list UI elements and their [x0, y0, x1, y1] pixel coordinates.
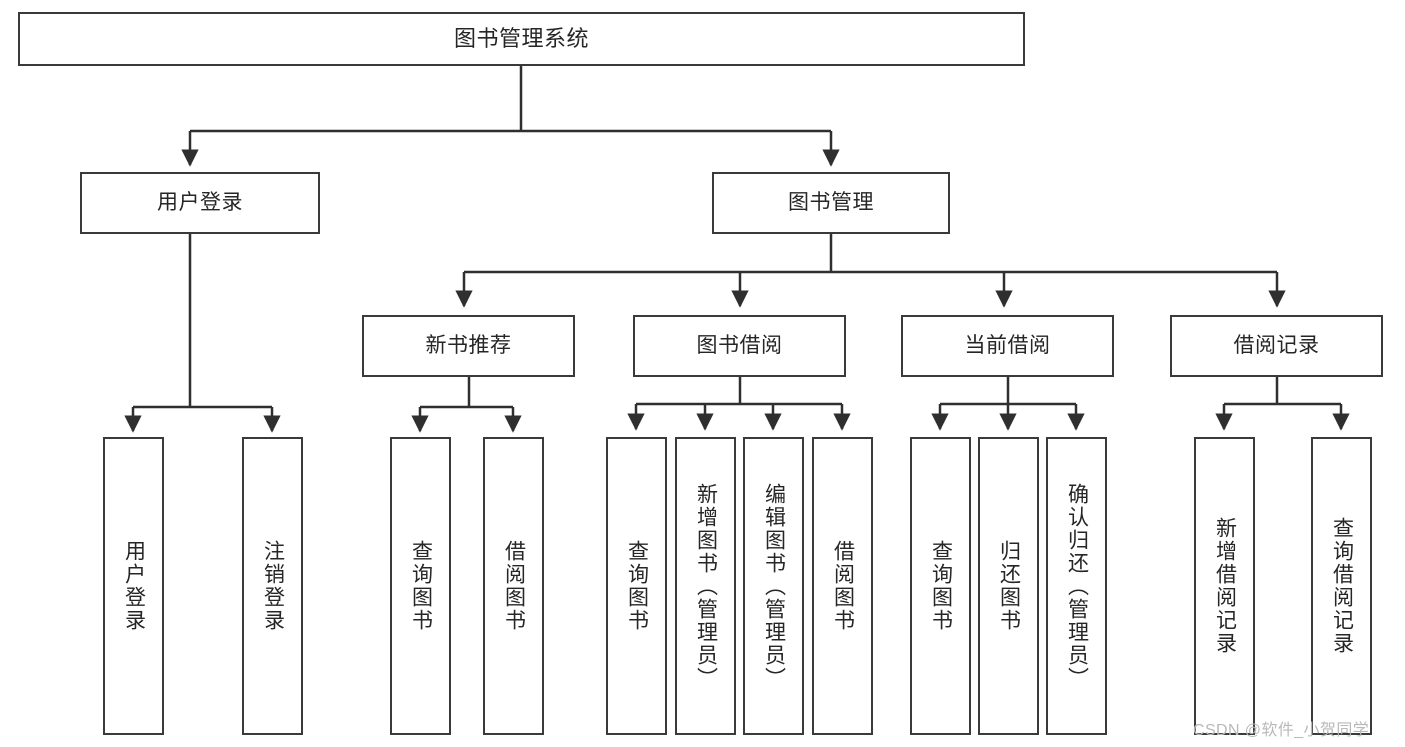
node-label: 用户登录 — [122, 540, 146, 632]
node-leaf-add-borrow-record[interactable]: 新增借阅记录 — [1194, 437, 1255, 735]
node-leaf-query-borrow-record[interactable]: 查询借阅记录 — [1311, 437, 1372, 735]
node-label: 图书借阅 — [696, 333, 783, 357]
node-label: 用户登录 — [157, 190, 243, 214]
node-label: 图书管理系统 — [453, 26, 589, 52]
csdn-watermark: CSDN @软件_小贺同学 — [1193, 722, 1370, 739]
node-borrow-record[interactable]: 借阅记录 — [1170, 315, 1383, 377]
node-user-login[interactable]: 用户登录 — [80, 172, 320, 234]
node-leaf-edit-book[interactable]: 编辑图书（管理员） — [743, 437, 804, 735]
node-leaf-borrow-book-recommend[interactable]: 借阅图书 — [483, 437, 544, 735]
node-label: 编辑图书（管理员） — [762, 482, 786, 690]
node-leaf-query-book-current[interactable]: 查询图书 — [910, 437, 971, 735]
node-label: 借阅图书 — [502, 540, 526, 632]
node-label: 借阅记录 — [1233, 333, 1320, 357]
node-label: 图书管理 — [788, 190, 874, 214]
node-label: 借阅图书 — [831, 540, 855, 632]
node-label: 查询图书 — [625, 540, 649, 632]
node-book-borrow[interactable]: 图书借阅 — [633, 315, 846, 377]
node-leaf-return-book[interactable]: 归还图书 — [978, 437, 1039, 735]
node-new-book-recommend[interactable]: 新书推荐 — [362, 315, 575, 377]
node-root-book-management-system[interactable]: 图书管理系统 — [18, 12, 1025, 66]
node-label: 新增图书（管理员） — [694, 482, 718, 690]
node-leaf-user-login[interactable]: 用户登录 — [103, 437, 164, 735]
node-label: 查询图书 — [409, 540, 433, 632]
node-label: 新增借阅记录 — [1213, 517, 1237, 655]
node-book-management[interactable]: 图书管理 — [712, 172, 950, 234]
node-leaf-query-book-borrow[interactable]: 查询图书 — [606, 437, 667, 735]
node-current-borrow[interactable]: 当前借阅 — [901, 315, 1114, 377]
node-leaf-user-logout[interactable]: 注销登录 — [242, 437, 303, 735]
node-label: 确认归还（管理员） — [1065, 482, 1089, 690]
node-label: 当前借阅 — [964, 333, 1051, 357]
node-leaf-add-book[interactable]: 新增图书（管理员） — [675, 437, 736, 735]
node-leaf-confirm-return[interactable]: 确认归还（管理员） — [1046, 437, 1107, 735]
node-label: 查询借阅记录 — [1330, 517, 1354, 655]
node-label: 新书推荐 — [425, 333, 512, 357]
node-label: 注销登录 — [261, 540, 285, 632]
node-label: 归还图书 — [997, 540, 1021, 632]
node-label: 查询图书 — [929, 540, 953, 632]
node-leaf-query-book-recommend[interactable]: 查询图书 — [390, 437, 451, 735]
node-leaf-borrow-book[interactable]: 借阅图书 — [812, 437, 873, 735]
